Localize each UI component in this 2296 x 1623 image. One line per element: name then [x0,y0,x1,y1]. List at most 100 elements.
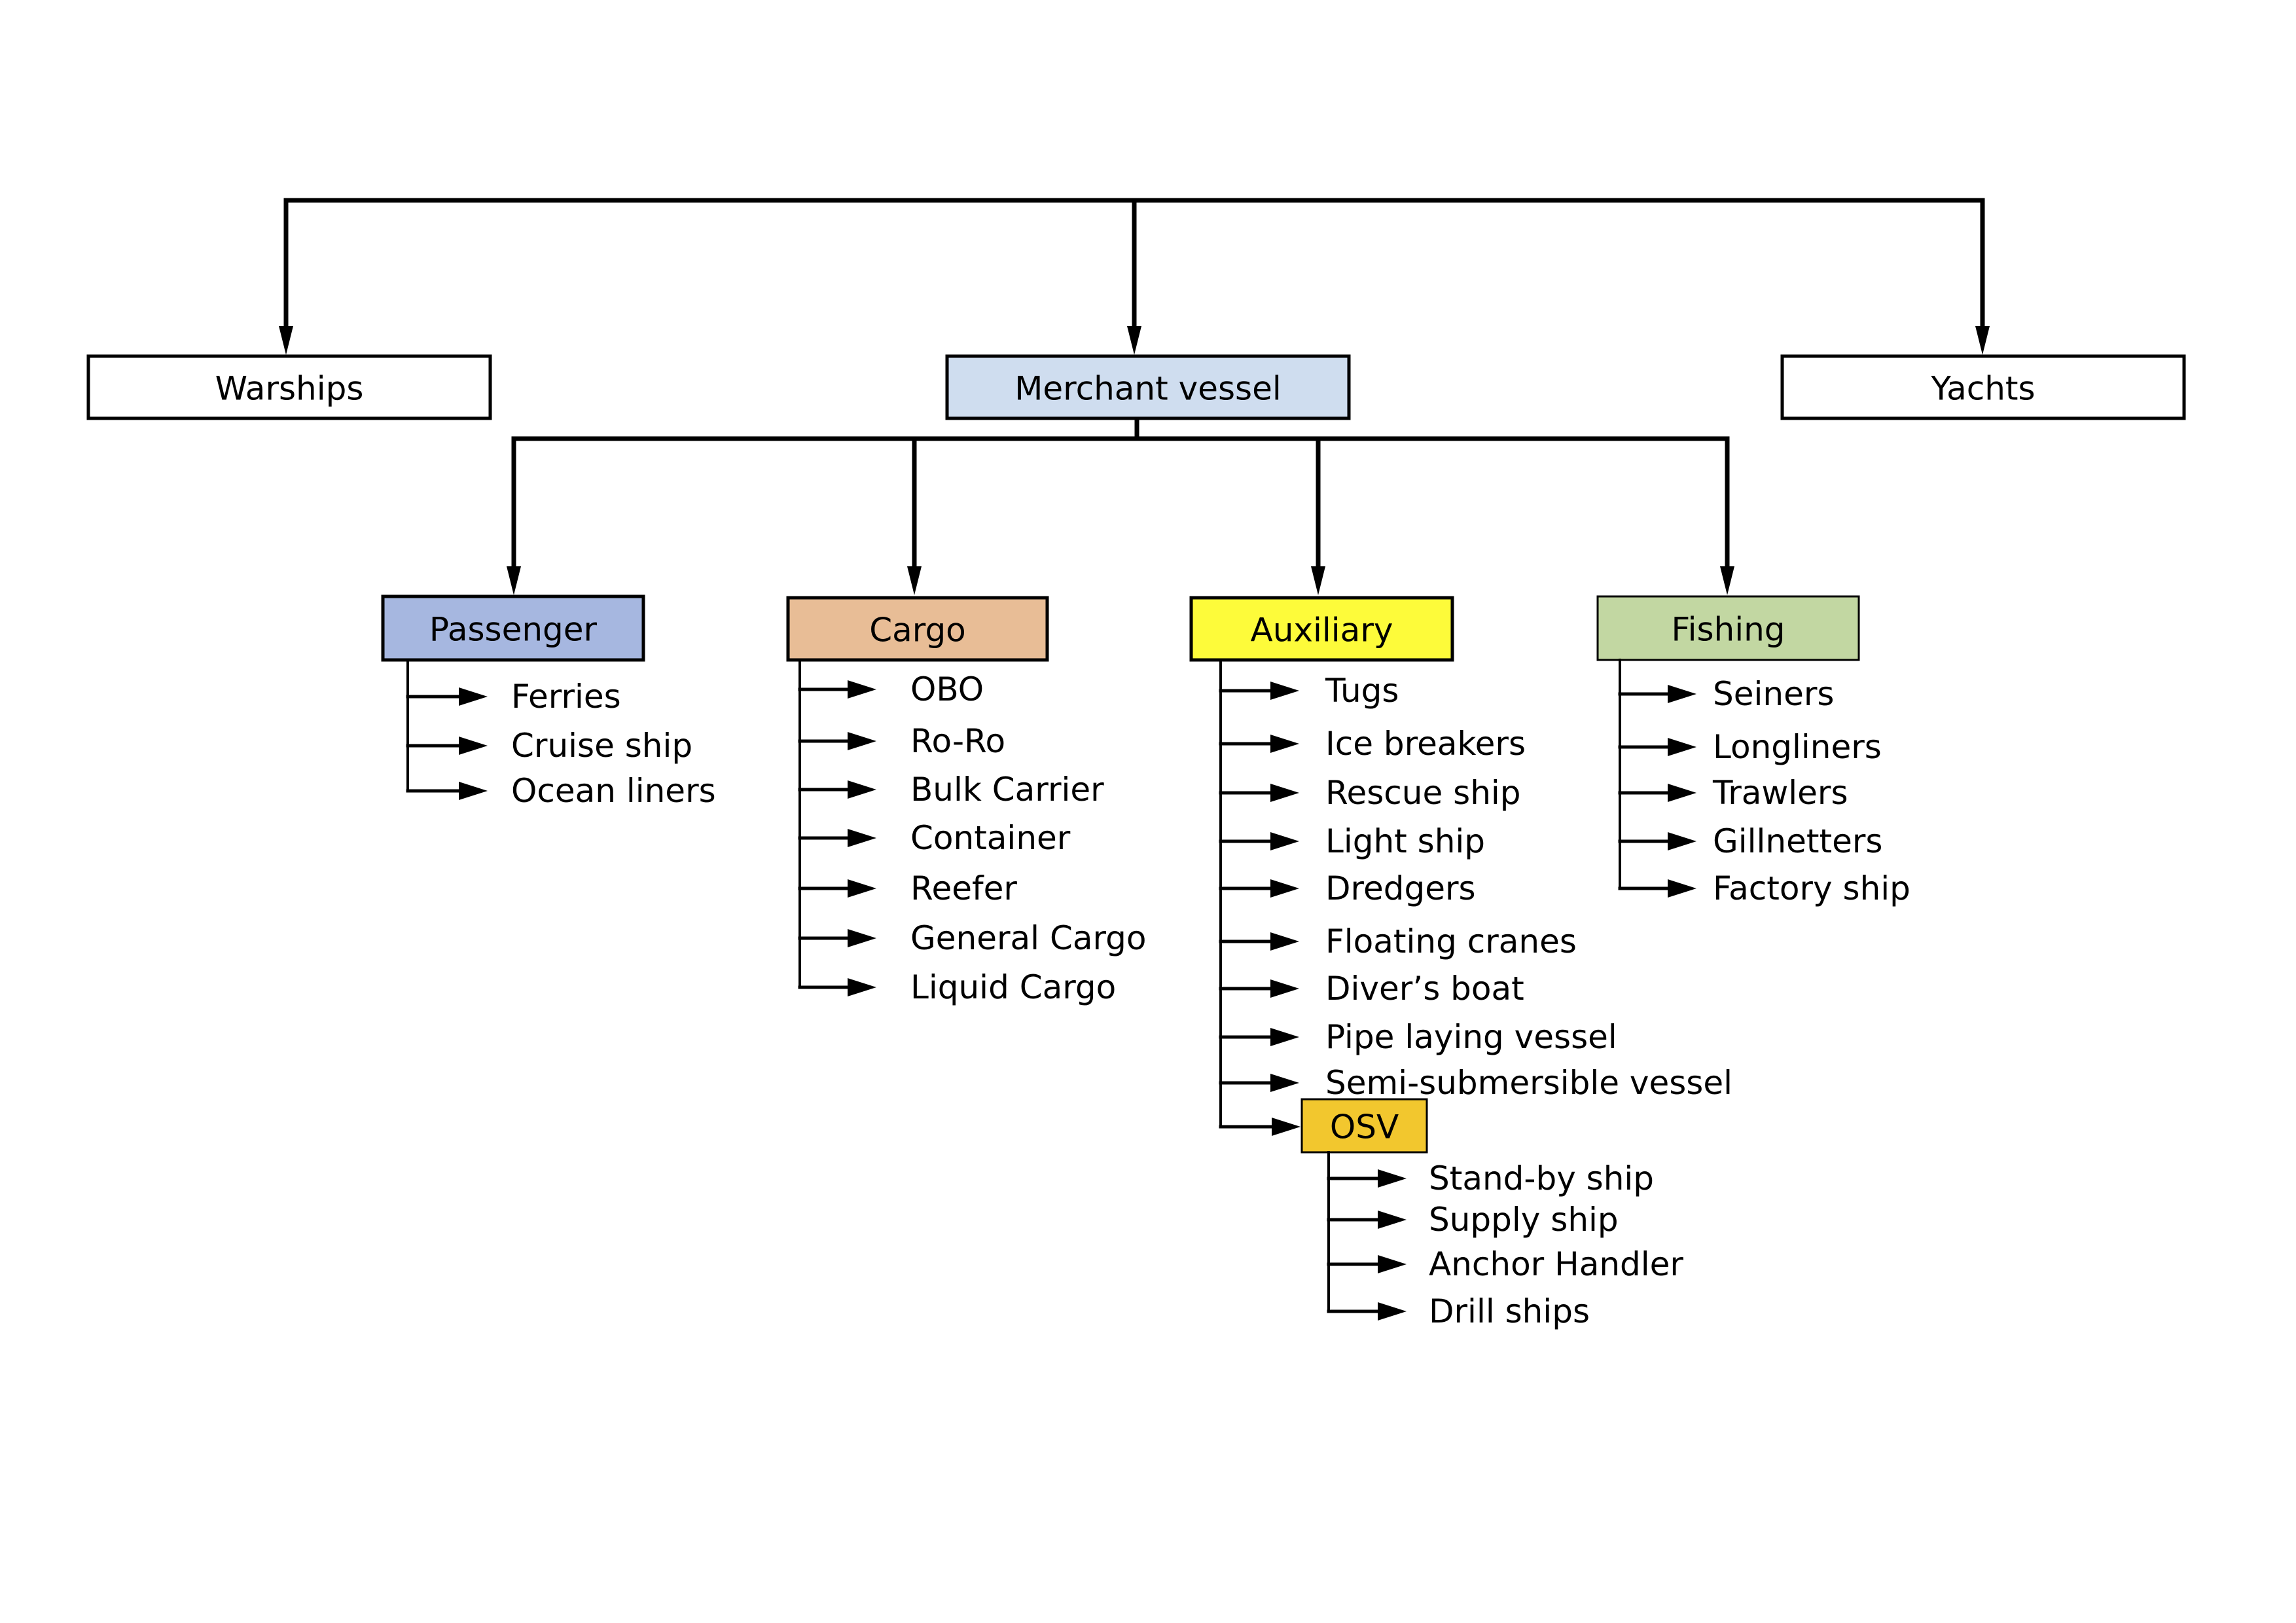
arrow-head-icon [459,782,488,800]
list-item-arrow [798,929,876,947]
osv-box: OSV [1300,1098,1428,1154]
arrow-head-icon [279,326,293,355]
list-item-arrow [798,780,876,799]
list-item-label: Container [910,819,1071,857]
arrow-head-icon [1378,1211,1407,1229]
list-item-arrow [1618,738,1696,756]
list-item-label: Ocean liners [511,772,716,810]
osv-item-arrow [1327,1169,1407,1188]
root-drop-arrow [1127,198,1141,355]
arrow-head-icon [1270,735,1299,753]
list-item-label: Dredgers [1325,869,1476,907]
passenger-box-rect [381,594,645,662]
osv-arrow [1219,1118,1300,1136]
root-drop-arrow [279,198,293,355]
list-item-label: Drill ships [1429,1292,1590,1330]
arrow-head-icon [1270,879,1299,898]
list-item-arrow [406,687,488,706]
yachts-box-rect [1780,354,2186,420]
category-drop-arrow [1311,436,1325,595]
arrow-head-icon [1378,1302,1407,1321]
arrow-head-icon [507,566,521,595]
arrow-head-icon [848,732,876,750]
list-item-arrow [1219,682,1299,700]
list-item-arrow [1618,685,1696,703]
arrow-head-icon [459,737,488,755]
arrow-head-icon [1378,1255,1407,1273]
list-item-arrow [1219,1028,1299,1046]
arrow-head-icon [907,566,922,595]
cargo-box: Cargo [786,596,1049,662]
list-item-label: Factory ship [1713,869,1910,907]
auxiliary-box-label: Auxiliary [1251,611,1393,649]
list-item-label: OBO [910,670,984,708]
arrow-head-icon [1720,566,1734,595]
list-item-arrow [406,737,488,755]
fishing-box: Fishing [1596,595,1860,661]
arrow-head-icon [1270,1074,1299,1092]
arrow-head-icon [1270,784,1299,802]
list-item-arrow [1618,784,1696,802]
root-drop-arrow [1975,198,1990,355]
list-item-label: General Cargo [910,919,1147,957]
list-item-label: Cruise ship [511,727,692,765]
list-item-label: Supply ship [1429,1201,1619,1239]
list-item-label: Light ship [1325,822,1485,860]
list-item-label: Gillnetters [1713,822,1882,860]
list-item-arrow [1219,832,1299,850]
arrow-head-icon [1668,879,1696,898]
fishing-list: SeinersLonglinersTrawlersGillnettersFact… [1618,659,1910,907]
arrow-head-icon [848,978,876,996]
arrow-head-icon [1378,1169,1407,1188]
arrow-head-icon [1272,1118,1300,1136]
arrow-head-icon [848,680,876,699]
arrow-head-icon [1127,326,1141,355]
passenger-box-label: Passenger [429,611,598,649]
cargo-box-label: Cargo [869,611,966,649]
list-item-label: Seiners [1713,675,1834,713]
warships-box: Warships [86,354,492,420]
list-item-label: Floating cranes [1325,922,1577,960]
osv-box-rect [1300,1098,1428,1154]
list-item-label: Ice breakers [1325,725,1526,763]
osv-box-label: OSV [1330,1108,1399,1146]
arrow-head-icon [1270,932,1299,951]
osv-item-arrow [1327,1302,1407,1321]
list-item-label: Longliners [1713,728,1882,766]
arrow-head-icon [1270,682,1299,700]
merchant-vessel-box: Merchant vessel [945,354,1351,420]
warships-box-label: Warships [215,370,364,408]
list-item-arrow [1618,879,1696,898]
yachts-box-label: Yachts [1930,370,2035,408]
merchant-vessel-box-label: Merchant vessel [1014,370,1281,408]
arrow-head-icon [1311,566,1325,595]
list-item-arrow [1219,1074,1299,1092]
list-item-label: Bulk Carrier [910,771,1104,809]
arrow-head-icon [1270,979,1299,998]
list-item-arrow [406,782,488,800]
arrow-head-icon [1668,784,1696,802]
category-drop-arrow [1720,436,1734,595]
list-item-label: Anchor Handler [1429,1245,1683,1283]
arrow-head-icon [848,780,876,799]
auxiliary-box: Auxiliary [1189,596,1454,662]
list-item-label: Diver’s boat [1325,970,1524,1008]
list-item-arrow [798,879,876,898]
list-item-arrow [798,680,876,699]
arrow-head-icon [1270,1028,1299,1046]
fishing-box-rect [1596,595,1860,661]
list-item-label: Pipe laying vessel [1325,1018,1617,1056]
arrow-head-icon [848,879,876,898]
osv-item-arrow [1327,1211,1407,1229]
merchant-vessel-box-rect [945,354,1351,420]
connectors [279,198,1990,595]
list-item-arrow [798,978,876,996]
list-item-label: Liquid Cargo [910,968,1116,1006]
list-item-label: Reefer [910,869,1017,907]
arrow-head-icon [1668,832,1696,850]
osv-item-arrow [1327,1255,1407,1273]
